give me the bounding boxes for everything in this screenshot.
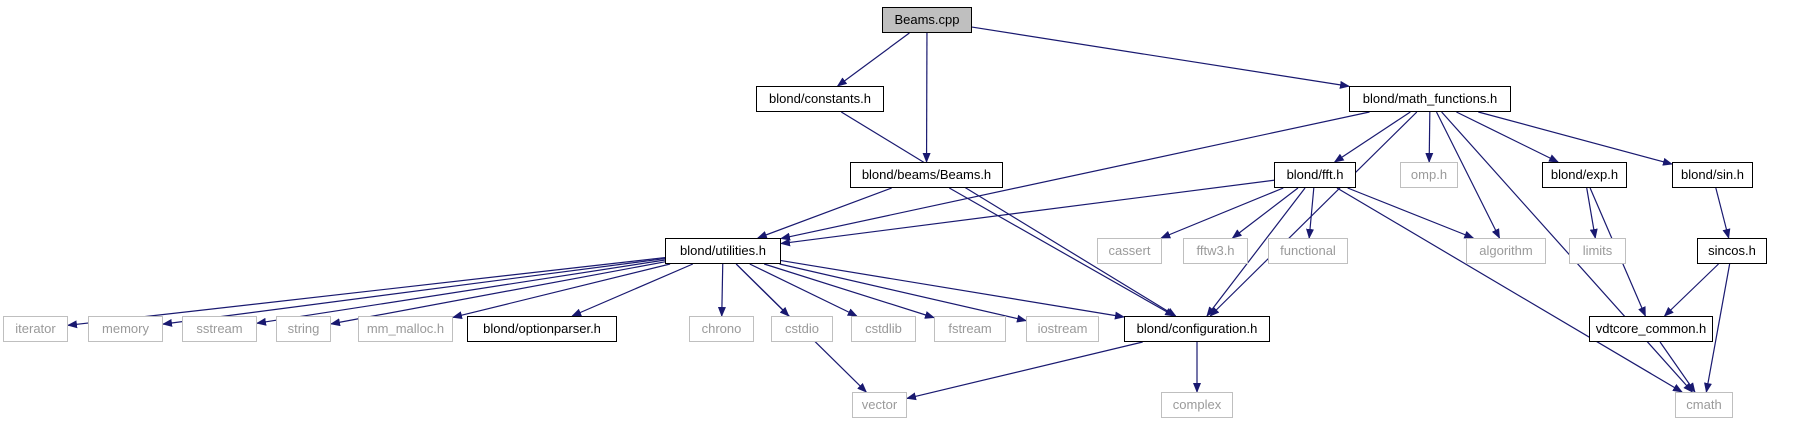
node-string[interactable]: string <box>276 316 331 342</box>
edge-math_functions-to-sin <box>1478 111 1673 166</box>
node-cassert[interactable]: cassert <box>1097 238 1162 264</box>
edge-beams_h-to-utilities <box>756 187 892 239</box>
node-memory[interactable]: memory <box>88 316 163 342</box>
node-iterator[interactable]: iterator <box>3 316 68 342</box>
edge-math_functions-to-cmath <box>1441 111 1694 393</box>
edge-utilities-to-memory <box>162 257 666 327</box>
node-mm-malloc-h[interactable]: mm_malloc.h <box>358 316 453 342</box>
node-blond-utilities-h[interactable]: blond/utilities.h <box>665 238 781 264</box>
node-functional[interactable]: functional <box>1268 238 1348 264</box>
edge-fft-to-algorithm <box>1347 187 1475 239</box>
edge-fft-to-cassert <box>1160 187 1284 239</box>
edge-fft-to-functional <box>1306 187 1315 239</box>
edge-fft-to-fftw3 <box>1231 187 1299 239</box>
edge-math_functions-to-configuration <box>1209 111 1418 317</box>
node-blond-optionparser-h[interactable]: blond/optionparser.h <box>467 316 617 342</box>
edge-sincos-to-cmath <box>1704 263 1731 393</box>
node-blond-exp-h[interactable]: blond/exp.h <box>1542 162 1627 188</box>
node-cmath[interactable]: cmath <box>1675 392 1733 418</box>
edge-utilities-to-string <box>330 261 666 327</box>
edge-utilities-to-mm_malloc <box>452 263 671 320</box>
edge-configuration-to-vector <box>906 341 1143 401</box>
node-blond-math-functions-h[interactable]: blond/math_functions.h <box>1349 86 1511 112</box>
node-complex[interactable]: complex <box>1161 392 1233 418</box>
edge-utilities-to-cstdlib <box>749 263 858 317</box>
edge-fft-to-configuration <box>1206 187 1306 317</box>
node-fftw3-h[interactable]: fftw3.h <box>1183 238 1248 264</box>
edge-sincos-to-vdtcore_common <box>1663 263 1719 317</box>
node-omp-h[interactable]: omp.h <box>1400 162 1458 188</box>
edge-utilities-to-chrono <box>717 263 726 317</box>
node-sincos-h[interactable]: sincos.h <box>1697 238 1767 264</box>
edge-beams_cpp-to-constants <box>836 32 910 87</box>
edge-utilities-to-iostream <box>779 263 1027 323</box>
edge-beams_h-to-configuration <box>949 187 1176 317</box>
node-cstdio[interactable]: cstdio <box>771 316 833 342</box>
node-blond-constants-h[interactable]: blond/constants.h <box>756 86 884 112</box>
edge-beams_cpp-to-math_functions <box>971 26 1350 89</box>
edge-math_functions-to-fft <box>1333 111 1411 163</box>
edge-sin-to-sincos <box>1715 187 1731 239</box>
edge-math_functions-to-omp <box>1425 111 1434 163</box>
node-vdtcore-common-h[interactable]: vdtcore_common.h <box>1589 316 1713 342</box>
node-blond-configuration-h[interactable]: blond/configuration.h <box>1124 316 1270 342</box>
edge-utilities-to-configuration <box>780 259 1125 320</box>
edge-math_functions-to-utilities <box>780 111 1370 241</box>
node-vector[interactable]: vector <box>852 392 907 418</box>
node-sstream[interactable]: sstream <box>182 316 257 342</box>
node-beams-cpp[interactable]: Beams.cpp <box>882 7 972 33</box>
node-limits[interactable]: limits <box>1569 238 1626 264</box>
node-blond-fft-h[interactable]: blond/fft.h <box>1274 162 1356 188</box>
node-fstream[interactable]: fstream <box>934 316 1006 342</box>
edge-utilities-to-fstream <box>763 263 935 319</box>
node-chrono[interactable]: chrono <box>689 316 754 342</box>
node-iostream[interactable]: iostream <box>1026 316 1099 342</box>
edge-math_functions-to-algorithm <box>1435 111 1501 239</box>
node-cstdlib[interactable]: cstdlib <box>851 316 916 342</box>
edge-fft-to-utilities <box>780 179 1275 247</box>
node-blond-sin-h[interactable]: blond/sin.h <box>1672 162 1753 188</box>
edge-vdtcore_common-to-cmath <box>1659 341 1696 393</box>
edge-exp-to-limits <box>1586 187 1598 239</box>
edge-utilities-to-sstream <box>256 259 666 326</box>
edge-utilities-to-optionparser <box>571 263 694 317</box>
edge-math_functions-to-exp <box>1456 111 1559 163</box>
edge-fft-to-cmath <box>1336 187 1683 393</box>
node-algorithm[interactable]: algorithm <box>1466 238 1546 264</box>
node-blond-beams-beams-h[interactable]: blond/beams/Beams.h <box>850 162 1003 188</box>
edge-utilities-to-iterator <box>67 256 666 329</box>
